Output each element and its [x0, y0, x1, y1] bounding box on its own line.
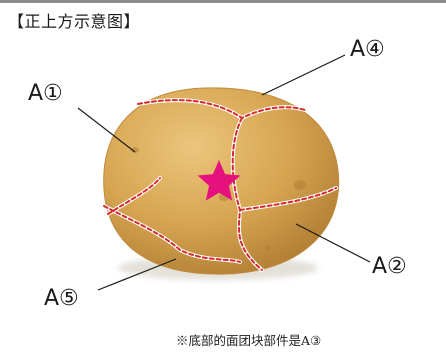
- footnote: ※底部的面团块部件是A③: [176, 333, 322, 348]
- seam-lines: [102, 98, 338, 272]
- label-a1: A①: [28, 81, 63, 106]
- label-a5: A⑤: [44, 286, 79, 311]
- label-a4: A④: [350, 37, 385, 62]
- leader-lines: [77, 54, 371, 291]
- label-a2: A②: [372, 254, 407, 279]
- star-marker: [197, 160, 241, 201]
- page-title: 【正上方示意图】: [8, 12, 141, 31]
- top-border-line: [0, 0, 446, 3]
